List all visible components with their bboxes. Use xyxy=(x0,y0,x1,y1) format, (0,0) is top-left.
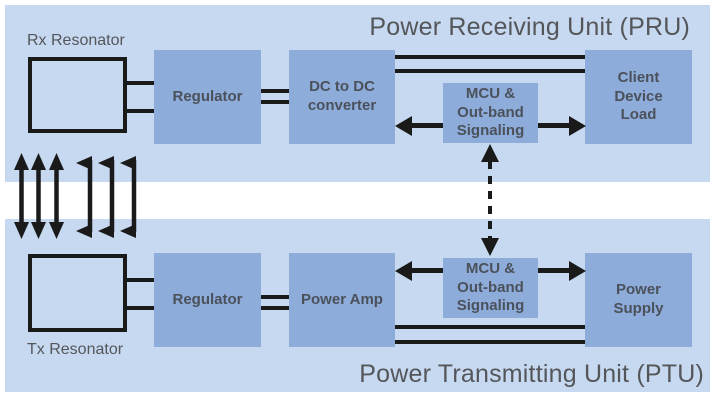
ptu-power-supply-block: Power Supply xyxy=(585,253,692,347)
ptu-power-amp-block: Power Amp xyxy=(289,253,395,347)
bus-line xyxy=(261,306,289,310)
rx-resonator-lead xyxy=(123,109,156,113)
tx-resonator-lead xyxy=(123,278,156,282)
rx-resonator-coil xyxy=(28,57,127,133)
ptu-title: Power Transmitting Unit (PTU) xyxy=(359,360,704,388)
dashed-signaling-link xyxy=(488,161,492,239)
bus-line xyxy=(395,69,585,73)
rx-resonator-label: Rx Resonator xyxy=(27,32,125,49)
pru-title: Power Receiving Unit (PRU) xyxy=(369,13,690,41)
pru-client-device-load-block: Client Device Load xyxy=(585,50,692,144)
coupling-arrows xyxy=(14,153,137,239)
pru-mcu-signaling-block: MCU & Out-band Signaling xyxy=(443,83,538,143)
field-loop-arrows xyxy=(76,156,137,238)
bus-line xyxy=(395,325,585,329)
arrowhead-up-icon xyxy=(481,144,499,162)
ptu-regulator-block: Regulator xyxy=(154,253,261,347)
arrowhead-left-icon xyxy=(395,261,412,281)
bus-line xyxy=(261,295,289,299)
bus-line xyxy=(395,55,585,59)
bus-line xyxy=(261,89,289,93)
tx-resonator-coil xyxy=(28,254,127,332)
arrowhead-left-icon xyxy=(395,116,412,136)
arrow-mcu-to-converter xyxy=(409,123,443,128)
arrow-mcu-to-amp xyxy=(409,268,443,273)
bus-line xyxy=(261,100,289,104)
tx-resonator-lead xyxy=(123,306,156,310)
pru-regulator-block: Regulator xyxy=(154,50,261,144)
rx-resonator-lead xyxy=(123,81,156,85)
bus-line xyxy=(395,340,585,344)
arrowhead-down-icon xyxy=(481,238,499,256)
tx-resonator-label: Tx Resonator xyxy=(27,341,124,358)
arrowhead-right-icon xyxy=(569,116,586,136)
ptu-mcu-signaling-block: MCU & Out-band Signaling xyxy=(443,258,538,318)
arrow-mcu-to-supply xyxy=(538,268,572,273)
arrowhead-right-icon xyxy=(569,261,586,281)
pru-dcdc-converter-block: DC to DC converter xyxy=(289,50,395,144)
energy-flow-arrows xyxy=(14,153,64,239)
arrow-mcu-to-load xyxy=(538,123,572,128)
